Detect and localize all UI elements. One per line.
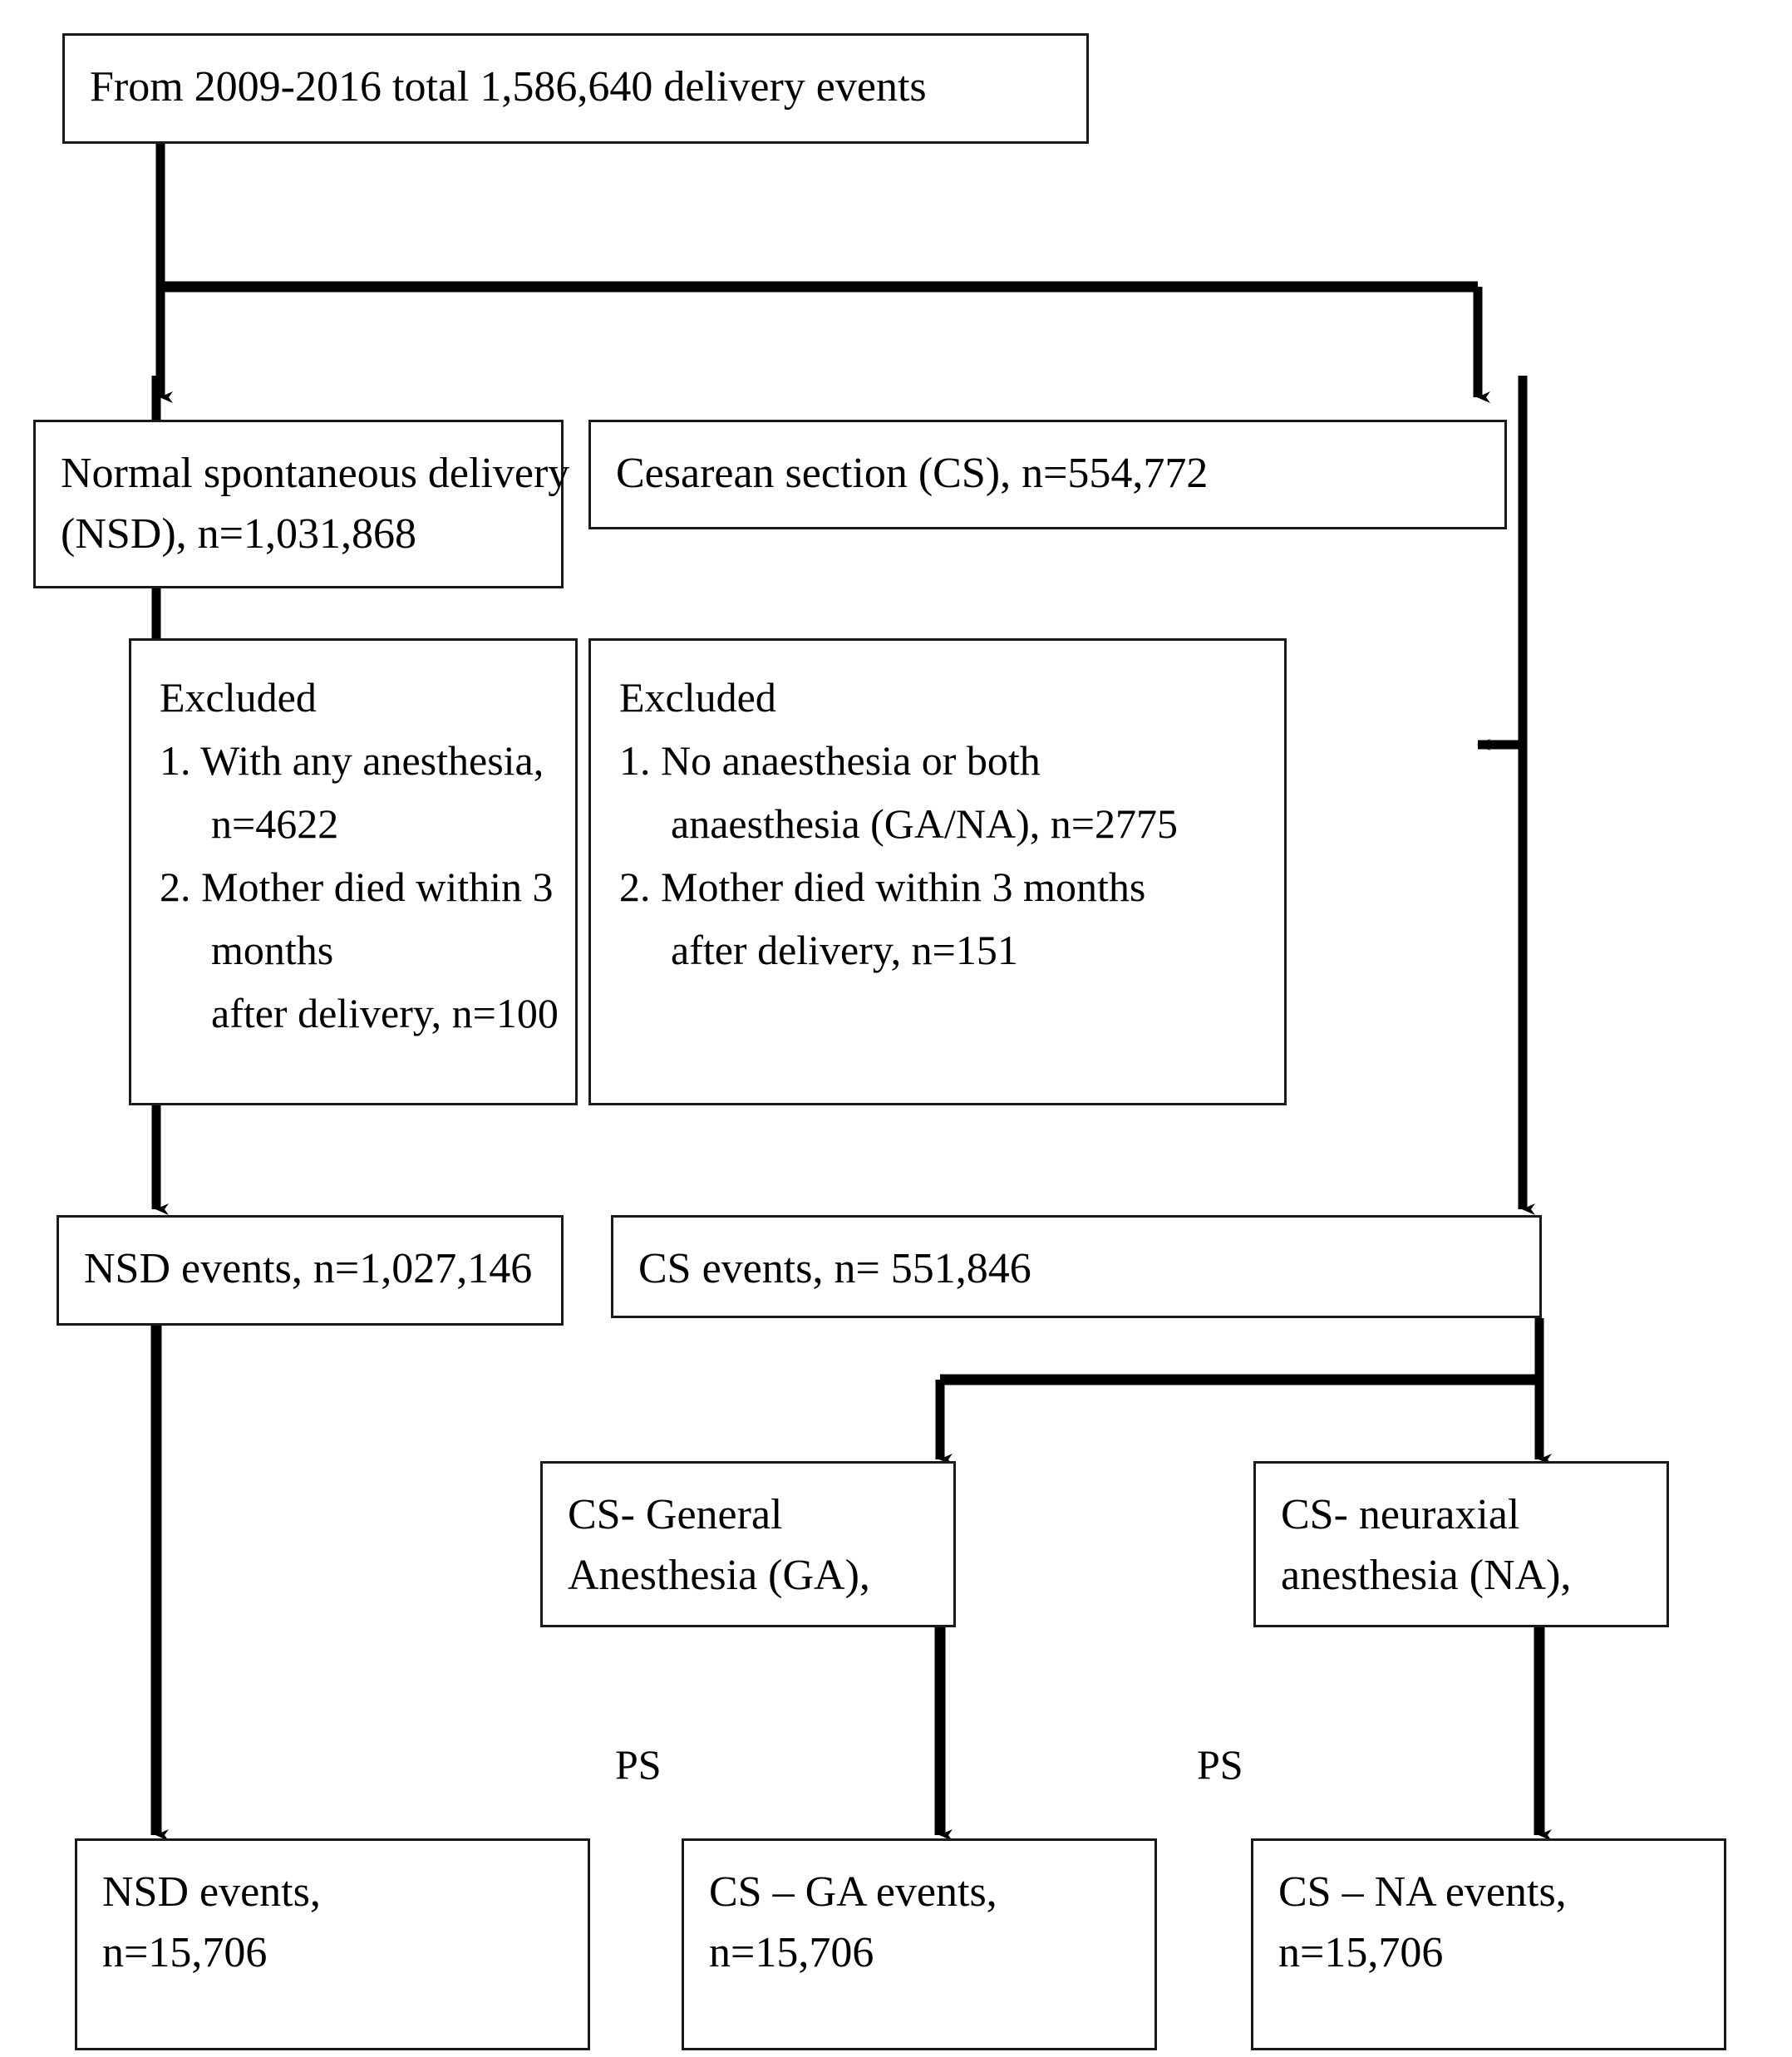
- nsd-final-line-2: n=15,706: [102, 1928, 268, 1976]
- node-nsd-events: NSD events, n=1,027,146: [57, 1215, 564, 1326]
- excluded-nsd-item-1-marker: 1.: [160, 737, 191, 784]
- connector-total-to-split: [155, 144, 1478, 293]
- excluded-cs-item-1-marker: 1.: [619, 737, 651, 784]
- node-cs-na-final: CS – NA events, n=15,706: [1251, 1838, 1726, 2050]
- node-cs: Cesarean section (CS), n=554,772: [588, 420, 1507, 529]
- cs-na-line-1: CS- neuraxial: [1281, 1491, 1520, 1538]
- excluded-cs-heading: Excluded: [619, 674, 776, 721]
- node-cs-ga-final: CS – GA events, n=15,706: [682, 1838, 1157, 2050]
- nsd-line-1: Normal spontaneous delivery: [61, 450, 570, 497]
- excluded-cs-item-2: 2. Mother died within 3 months: [619, 855, 1264, 918]
- annotation-ps-left: PS: [615, 1741, 662, 1788]
- excluded-nsd-item-2-marker: 2.: [160, 864, 191, 910]
- cs-na-final-line-1: CS – NA events,: [1278, 1868, 1567, 1916]
- excluded-cs-item-1-continuation: anaesthesia (GA/NA), n=2775: [671, 800, 1178, 847]
- node-cs-na: CS- neuraxial anesthesia (NA),: [1253, 1461, 1669, 1627]
- cs-line-1: Cesarean section (CS), n=554,772: [616, 450, 1209, 497]
- excluded-nsd-item-2: 2. Mother died within 3 months: [160, 855, 555, 982]
- cs-na-final-line-2: n=15,706: [1278, 1928, 1444, 1976]
- node-total-deliveries: From 2009-2016 total 1,586,640 delivery …: [62, 33, 1089, 144]
- nsd-line-2: (NSD), n=1,031,868: [61, 509, 416, 558]
- total-deliveries-line-1: From 2009-2016 total 1,586,640 delivery …: [90, 63, 927, 111]
- excluded-cs-item-2-marker: 2.: [619, 864, 651, 910]
- excluded-cs-item-2-continuation: after delivery, n=151: [671, 927, 1018, 973]
- cs-na-line-2: anesthesia (NA),: [1281, 1551, 1572, 1599]
- excluded-nsd-item-2-text: Mother died within 3 months: [201, 864, 554, 973]
- node-cs-events: CS events, n= 551,846: [611, 1215, 1542, 1318]
- excluded-cs-item-1-text: No anaesthesia or both: [661, 737, 1041, 784]
- node-nsd: Normal spontaneous delivery (NSD), n=1,0…: [33, 420, 570, 588]
- node-cs-ga: CS- General Anesthesia (GA),: [540, 1461, 956, 1627]
- excluded-nsd-item-2-continuation: after delivery, n=100: [211, 990, 559, 1036]
- cs-events-line-1: CS events, n= 551,846: [638, 1245, 1031, 1292]
- excluded-cs-item-1: 1. No anaesthesia or both: [619, 729, 1264, 792]
- cs-ga-line-1: CS- General: [568, 1491, 783, 1538]
- node-nsd-final: NSD events, n=15,706: [75, 1838, 590, 2050]
- annotation-ps-right: PS: [1197, 1741, 1243, 1788]
- excluded-cs-item-2-text: Mother died within 3 months: [661, 864, 1146, 910]
- excluded-nsd-item-1: 1. With any anesthesia, n=4622: [160, 729, 555, 855]
- cs-ga-final-line-1: CS – GA events,: [709, 1868, 997, 1916]
- excluded-nsd-heading: Excluded: [160, 674, 317, 721]
- cs-ga-line-2: Anesthesia (GA),: [568, 1551, 870, 1599]
- nsd-events-line-1: NSD events, n=1,027,146: [84, 1245, 533, 1292]
- node-excluded-nsd: Excluded 1. With any anesthesia, n=4622 …: [129, 638, 578, 1105]
- nsd-final-line-1: NSD events,: [102, 1868, 321, 1916]
- node-excluded-cs: Excluded 1. No anaesthesia or both anaes…: [588, 638, 1287, 1105]
- connector-cs-events-to-split: [940, 1318, 1544, 1385]
- cs-ga-final-line-2: n=15,706: [709, 1928, 874, 1976]
- excluded-nsd-item-1-text: With any anesthesia, n=4622: [200, 737, 544, 847]
